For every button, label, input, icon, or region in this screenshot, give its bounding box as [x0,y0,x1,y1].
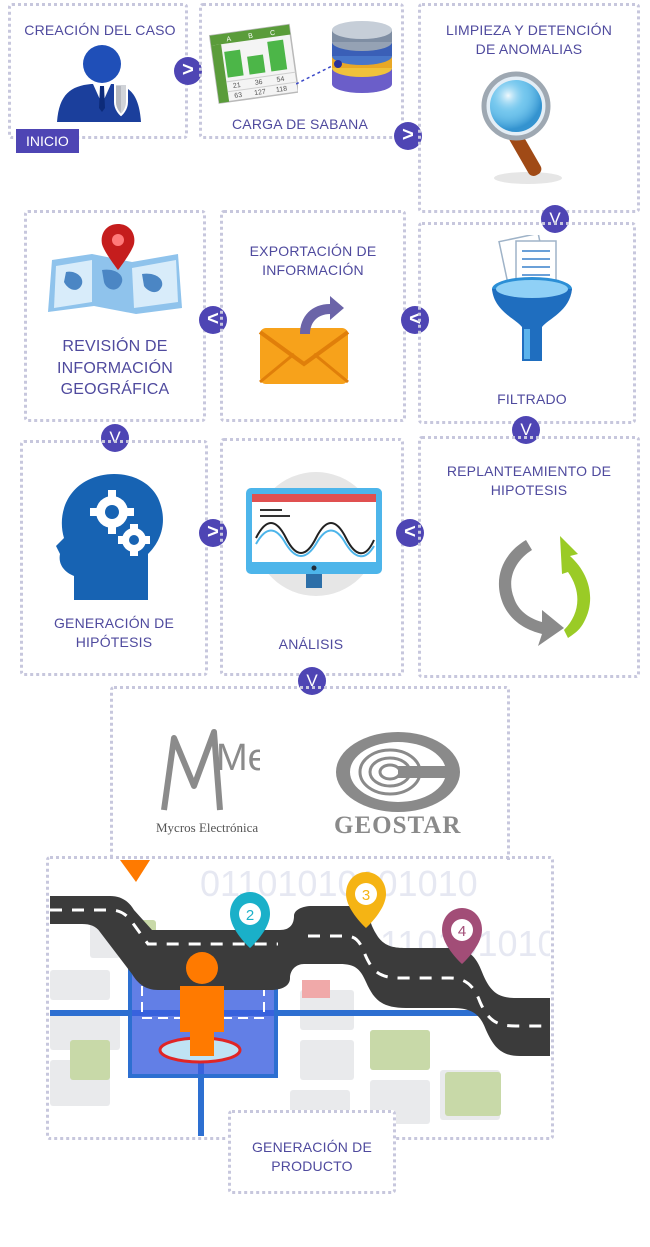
cell-2: 36 [254,79,263,87]
step-label-filtrado: FILTRADO [497,391,567,407]
monitor-analysis-icon [246,472,382,596]
arrow-down-1: V [541,205,569,233]
step-label-exportacion: EXPORTACIÓN DE INFORMACIÓN [249,243,377,278]
arrow-down-4: V [298,667,326,695]
step-label-creacion: CREACIÓN DEL CASO [24,22,176,38]
road-map-illustration: 01101010101010 01101010101010 2 3 4 [50,860,550,1136]
business-user-icon [57,45,141,122]
step-label-replanteamiento: REPLANTEAMIENTO DE HIPOTESIS [446,463,612,498]
email-export-icon [258,296,350,384]
cell-6: 118 [276,86,288,94]
pin-3-label: 3 [362,887,370,904]
inicio-badge: INICIO [16,129,79,153]
mycros-name: Mycros Electrónica [156,820,259,835]
col-a: A [226,36,232,44]
col-b: B [248,33,254,41]
cell-1: 21 [233,82,242,90]
col-c: C [270,30,276,38]
step-box-producto [228,1110,396,1194]
step-label-producto: GENERACIÓN DE PRODUCTO [251,1139,373,1174]
pin-4-label: 4 [458,923,466,940]
geostar-name: GEOSTAR [334,812,462,839]
arrow-right-1: > [174,57,202,85]
step-label-revision: REVISIÓN DE INFORMACIÓN GEOGRÁFICA [57,338,173,399]
step-box-limpieza [418,3,640,213]
arrow-right-2: > [394,122,422,150]
step-label-carga: CARGA DE SABANA [231,116,369,132]
funnel-filter-icon [492,235,572,361]
head-gears-icon [56,474,163,600]
spreadsheet-icon: A B C 21 36 54 63 127 118 [208,23,298,104]
step-box-replanteamiento [418,436,640,678]
mycros-e: Me [216,737,260,779]
cell-4: 63 [234,92,243,100]
cell-3: 54 [276,76,285,84]
database-icon [296,21,392,93]
step-box-carga [199,3,404,139]
arrow-down-3: V [101,424,129,452]
step-label-analisis: ANÁLISIS [278,636,344,652]
geostar-logo-mark [336,732,460,812]
step-box-hipotesis [20,440,208,676]
map-pin-icon [48,224,182,314]
pin-2-label: 2 [246,907,254,924]
arrow-left-2: < [401,306,429,334]
mycros-logo-mark: Me [161,729,260,811]
step-label-limpieza: LIMPIEZA Y DETENCIÓN DE ANOMALIAS [445,22,613,57]
cycle-arrows-icon [498,536,591,646]
magnifier-icon [481,71,562,184]
arrow-down-2: V [512,416,540,444]
step-label-hipotesis: GENERACIÓN DE HIPÓTESIS [53,615,175,650]
cell-5: 127 [254,89,267,98]
